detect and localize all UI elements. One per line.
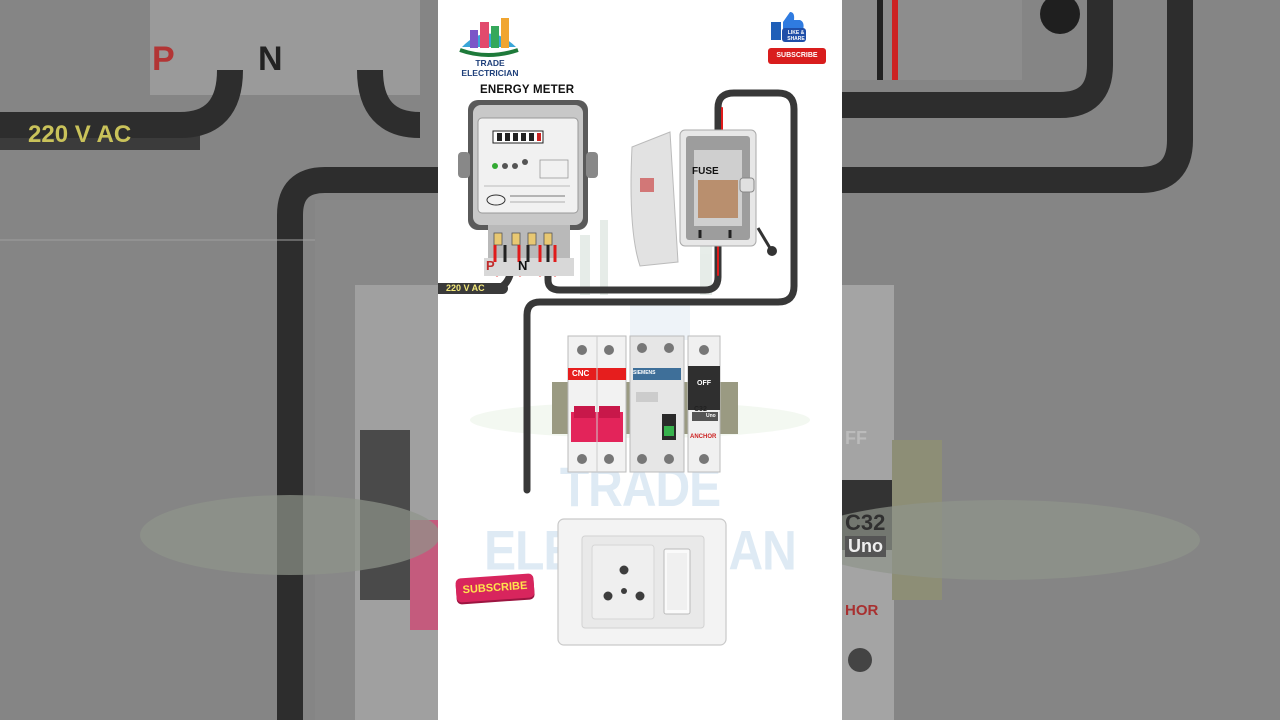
like-share-label: LIKE & SHARE xyxy=(787,30,805,42)
fuse-unit xyxy=(630,129,777,267)
small-mcb-brand-label: ANCHOR xyxy=(690,434,717,440)
thumbs-up-icon xyxy=(771,12,806,42)
bg-brand-label: HOR xyxy=(845,602,879,619)
rccb xyxy=(629,335,685,473)
fuse-label: FUSE xyxy=(692,166,719,177)
bg-phase-label: P xyxy=(152,40,175,78)
neutral-terminal-label: N xyxy=(518,258,528,273)
energy-meter-title: ENERGY METER xyxy=(480,84,575,96)
phase-terminal-label: P xyxy=(486,258,495,273)
wiring-diagram xyxy=(458,12,810,646)
small-mcb xyxy=(687,335,721,473)
breaker-assembly xyxy=(552,335,738,473)
energy-meter xyxy=(458,100,598,276)
mcb-brand-label: CNC xyxy=(572,369,590,378)
bg-off-label: FF xyxy=(845,428,867,448)
rccb-brand-label: SIEMENS xyxy=(633,370,656,376)
socket-switch-plate xyxy=(557,518,727,646)
small-mcb-state-label: OFF xyxy=(697,380,711,387)
small-mcb-series-label: Uno xyxy=(706,413,716,419)
bg-supply-label: 220 V AC xyxy=(28,121,132,148)
bg-series-label: Uno xyxy=(845,536,886,557)
supply-voltage-label: 220 V AC xyxy=(438,283,508,294)
brand-name: TRADE ELECTRICIAN xyxy=(461,58,519,78)
brand-logo xyxy=(459,18,519,57)
bg-neutral-label: N xyxy=(258,40,283,78)
small-mcb-rating-label: C32 xyxy=(694,406,707,413)
bg-rating-label: C32 xyxy=(845,510,886,535)
subscribe-button-top[interactable]: SUBSCRIBE xyxy=(768,48,826,64)
cnc-mcb xyxy=(567,335,627,473)
